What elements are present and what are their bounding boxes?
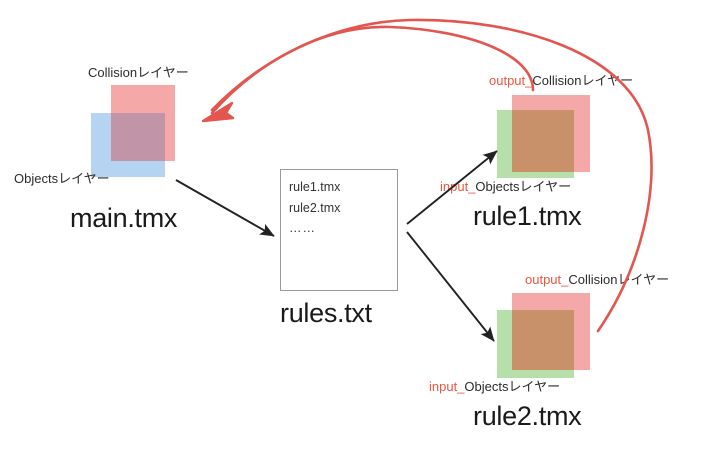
- rules-txt-line-3: ……: [289, 221, 316, 235]
- rule2-input-objects-label: input_Objectsレイヤー: [429, 380, 560, 393]
- rule1-output-collision-label: output_Collisionレイヤー: [489, 74, 633, 87]
- arrowhead-red-to-main: [201, 101, 235, 123]
- arrow-rules-to-rule2: [406, 231, 495, 342]
- rule2-output-collision-label: output_Collisionレイヤー: [525, 273, 669, 286]
- rule1-tmx-title: rule1.tmx: [473, 201, 582, 231]
- rule2-input-prefix: input_: [429, 379, 465, 394]
- rule2-layer-overlap-region: [512, 310, 574, 370]
- rule1-input-objects-label: input_Objectsレイヤー: [440, 180, 571, 193]
- main-layer-overlap-region: [111, 113, 165, 161]
- rules-txt-box: rule1.tmx rule2.tmx ……: [280, 169, 398, 291]
- rule1-output-layer-name: Collisionレイヤー: [532, 73, 634, 88]
- rules-txt-title: rules.txt: [280, 298, 372, 328]
- arrow-main-to-rules: [175, 179, 275, 237]
- rule2-input-layer-name: Objectsレイヤー: [464, 379, 561, 394]
- arrow-rule1-output-to-main: [210, 25, 535, 115]
- rule2-output-layer-name: Collisionレイヤー: [568, 272, 670, 287]
- rule2-output-prefix: output_: [525, 272, 569, 287]
- main-tmx-title: main.tmx: [70, 203, 178, 233]
- main-collision-layer-label: Collisionレイヤー: [88, 65, 189, 80]
- main-objects-layer-label: Objectsレイヤー: [14, 171, 110, 186]
- rule2-tmx-title: rule2.tmx: [473, 401, 582, 431]
- rules-txt-line-2: rule2.tmx: [289, 201, 341, 215]
- rule1-layer-overlap-region: [512, 110, 574, 172]
- rule1-output-prefix: output_: [489, 73, 533, 88]
- rule1-input-layer-name: Objectsレイヤー: [475, 179, 572, 194]
- rules-txt-line-1: rule1.tmx: [289, 180, 341, 194]
- rule1-input-prefix: input_: [440, 179, 476, 194]
